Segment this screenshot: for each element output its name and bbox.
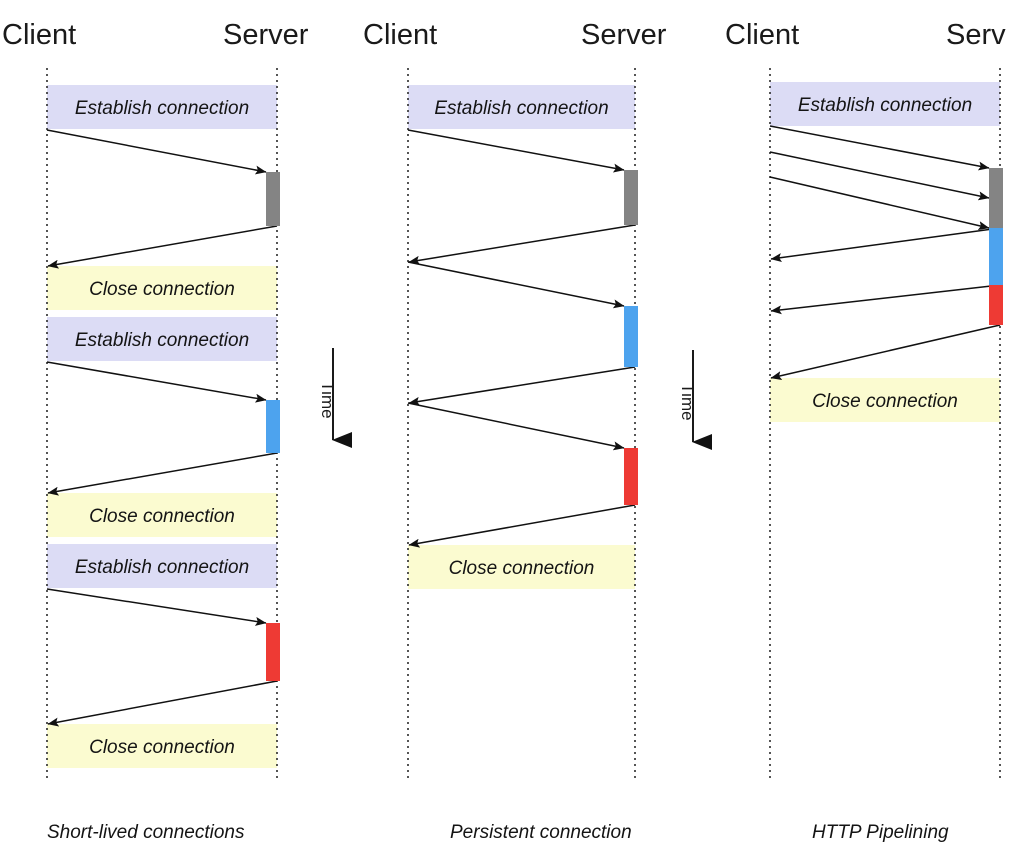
message-arrow-request [769,125,990,171]
band-label-close: Close connection [89,506,235,527]
time-axes-layer: Time Time [318,348,712,450]
lifelines-layer [46,68,1001,778]
server-processing-bar-red [624,448,638,505]
server-processing-bars-layer [266,168,1003,681]
message-arrow-request [46,129,267,175]
message-arrow-request [46,588,267,626]
band-establish [408,85,635,129]
band-establish [47,544,277,588]
message-arrow-response [408,504,636,548]
band-label-establish: Establish connection [434,98,608,119]
band-establish [770,82,1000,126]
header-client: Client [2,19,76,51]
message-arrow-response [47,225,278,269]
server-processing-bar-red [989,285,1003,325]
band-label-establish: Establish connection [75,330,249,351]
band-label-close: Close connection [449,558,595,579]
band-label-establish: Establish connection [75,557,249,578]
header-client: Client [725,19,799,51]
message-arrow-response [47,452,278,496]
message-arrow-response [408,366,636,406]
panel-caption-short-lived: Short-lived connections [47,822,245,843]
server-processing-bar-grey [266,172,280,226]
server-processing-bar-grey [989,168,1003,228]
role-headers-layer: Client Server Client Server Client Serv [2,19,1006,51]
panel-caption-pipelining: HTTP Pipelining [812,822,949,843]
bands-layer [47,82,1000,768]
panel-caption-persistent: Persistent connection [450,822,632,843]
messages-layer [46,125,1001,727]
panel-captions-layer: Short-lived connections Persistent connec… [47,822,949,843]
message-arrow-request [407,402,625,451]
message-arrow-response [408,224,636,265]
server-processing-bar-blue [989,228,1003,285]
message-arrow-response [770,227,1001,263]
band-close [47,266,277,310]
header-server: Server [581,19,667,51]
band-label-close: Close connection [812,391,958,412]
server-processing-bar-red [266,623,280,681]
band-establish [47,85,277,129]
band-label-establish: Establish connection [75,98,249,119]
message-arrow-request [407,129,625,173]
server-processing-bar-grey [624,170,638,225]
band-label-close: Close connection [89,279,235,300]
time-axis-label: Time [318,381,337,418]
message-arrow-request [769,151,990,201]
band-close [408,545,635,589]
message-arrow-request [769,176,990,231]
message-arrow-response [770,284,1001,315]
time-axis-label: Time [678,383,697,420]
band-close [770,378,1000,422]
band-close [47,724,277,768]
message-arrow-response [770,324,1001,381]
message-arrow-response [47,680,278,727]
server-processing-bar-blue [266,400,280,453]
band-label-close: Close connection [89,737,235,758]
band-establish [47,317,277,361]
band-label-establish: Establish connection [798,95,972,116]
message-arrow-request [407,261,625,309]
header-client: Client [363,19,437,51]
message-arrow-request [46,361,267,403]
header-server: Server [223,19,309,51]
server-processing-bar-blue [624,306,638,367]
header-server: Serv [946,19,1006,51]
band-close [47,493,277,537]
